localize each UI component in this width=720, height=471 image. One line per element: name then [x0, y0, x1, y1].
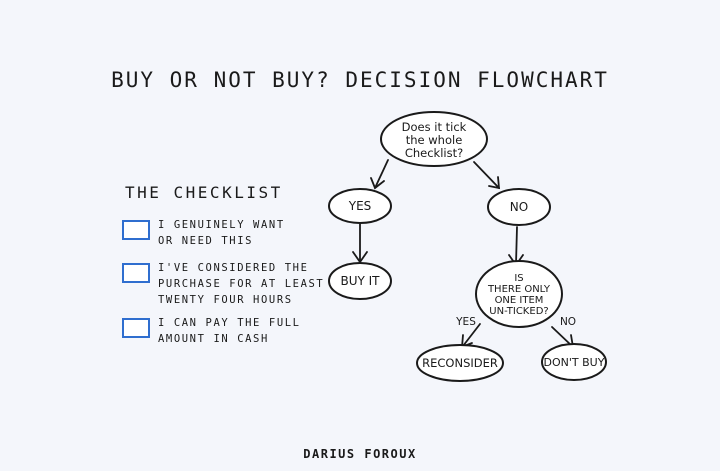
checklist-heading: The checklist — [125, 183, 283, 202]
reconsider-label: RECONSIDER — [422, 356, 498, 370]
arrow-start-to-yes — [374, 159, 389, 189]
branch-yes-label: YES — [455, 316, 476, 328]
node-buy-it — [328, 262, 392, 300]
arrowhead-icon — [370, 177, 385, 190]
node-dont-buy — [541, 343, 607, 381]
checklist-item-text: I can pay the full amount in cash — [158, 317, 301, 345]
node-question — [475, 260, 563, 328]
node-yes — [328, 188, 392, 224]
question-line-2: THERE ONLY — [487, 284, 551, 295]
start-line-2: the whole — [406, 133, 463, 147]
node-start — [380, 111, 488, 167]
arrowhead-icon — [488, 176, 501, 190]
node-no — [487, 188, 551, 226]
arrow-question-to-reconsider — [462, 323, 481, 347]
arrow-question-to-dontbuy — [551, 326, 573, 347]
arrow-no-to-question — [515, 226, 518, 265]
checkbox-icon[interactable] — [122, 220, 150, 240]
buy-it-label: BUY IT — [340, 274, 380, 288]
checkbox-icon[interactable] — [122, 318, 150, 338]
question-line-3: ONE ITEM — [495, 295, 544, 306]
dont-buy-label: DON'T BUY — [544, 356, 605, 369]
start-line-3: Checklist? — [405, 146, 463, 160]
start-line-1: Does it tick — [402, 120, 467, 134]
checklist-item-text: I've considered the purchase for at leas… — [158, 262, 325, 306]
page-title: Buy or not buy? Decision flowchart — [111, 68, 609, 92]
arrow-start-to-no — [473, 161, 500, 189]
question-line-1: IS — [514, 273, 523, 284]
author-signature: Darius Foroux — [303, 447, 417, 461]
checklist-item-text: I genuinely want or need this — [158, 219, 285, 247]
branch-no-label: NO — [560, 316, 576, 328]
question-line-4: UN-TICKED? — [489, 306, 548, 317]
yes-label: YES — [348, 199, 372, 213]
node-reconsider — [416, 344, 504, 382]
no-label: NO — [510, 200, 528, 214]
checkbox-icon[interactable] — [122, 263, 150, 283]
